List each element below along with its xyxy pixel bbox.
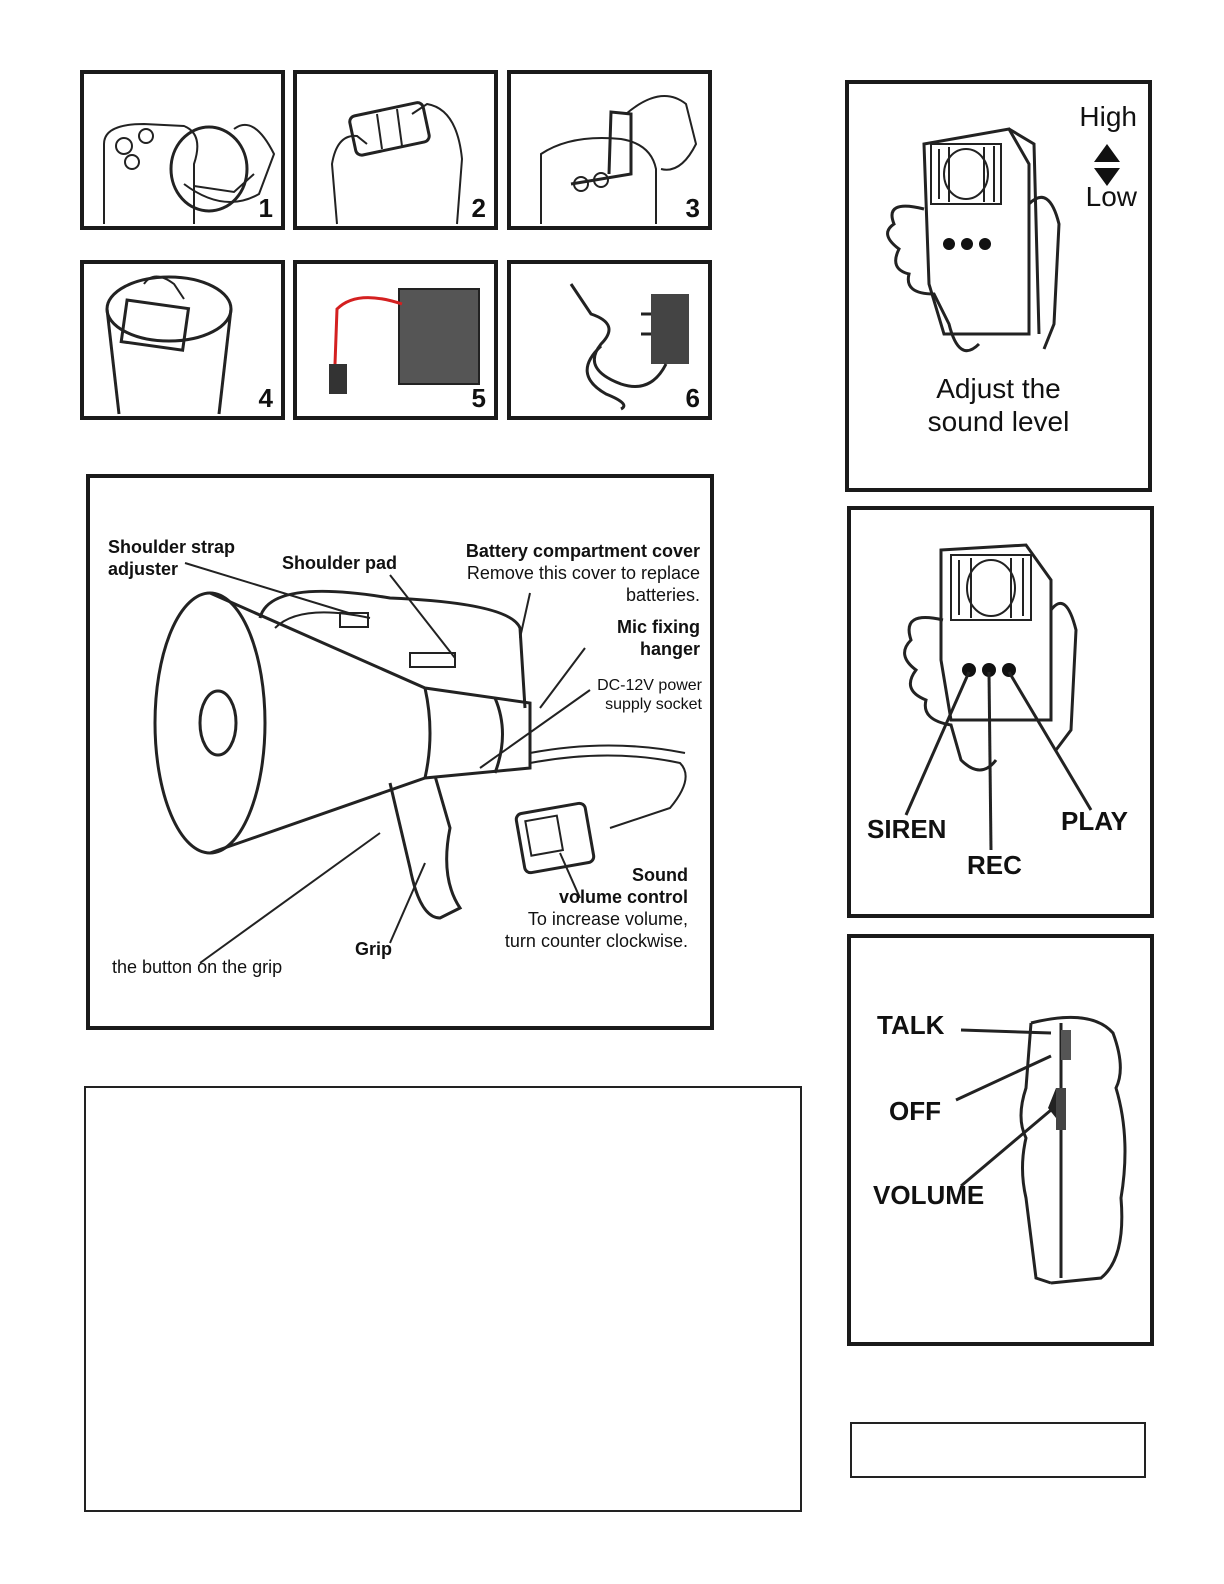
step-panel-2: 2 <box>293 70 498 230</box>
label-volume-desc: To increase volume, turn counter clockwi… <box>504 909 688 951</box>
blank-text-box <box>84 1086 802 1512</box>
step-panel-5: 5 <box>293 260 498 420</box>
battery-holder-illustration <box>330 101 464 225</box>
step-number-2: 2 <box>471 193 486 223</box>
rechargeable-battery-illustration <box>329 288 480 394</box>
step-number-6: 6 <box>685 383 700 413</box>
side-controls-panel: TALK OFF VOLUME <box>847 934 1154 1346</box>
step-number-4: 4 <box>258 383 273 413</box>
label-volume: VOLUME <box>873 1180 985 1210</box>
step-panel-4: 4 <box>80 260 285 420</box>
megaphone-diagram-panel: Shoulder strap adjuster Shoulder pad Bat… <box>86 474 714 1030</box>
label-adjust-sound-level: Adjust the sound level <box>927 373 1070 437</box>
mic-buttons-panel: SIREN REC PLAY <box>847 506 1154 918</box>
step-number-1: 1 <box>258 193 273 223</box>
megaphone-illustration <box>153 562 687 964</box>
microphone-in-hand-illustration <box>886 127 1120 353</box>
label-grip: Grip <box>355 939 393 959</box>
label-sound-volume-control: Sound volume control <box>558 865 688 907</box>
label-dc-socket: DC-12V power supply socket <box>597 677 702 713</box>
step-panel-3: 3 <box>507 70 712 230</box>
label-shoulder-pad: Shoulder pad <box>282 553 398 573</box>
step-number-5: 5 <box>471 383 486 413</box>
label-off: OFF <box>889 1096 941 1126</box>
sound-level-panel: High Low Adjust the sound level <box>845 80 1152 492</box>
microphone-buttons-illustration <box>903 543 1093 851</box>
label-talk: TALK <box>877 1010 945 1040</box>
battery-insert-illustration <box>540 95 698 224</box>
label-shoulder-strap-adjuster: Shoulder strap adjuster <box>108 537 236 579</box>
label-siren: SIREN <box>867 814 947 844</box>
label-low: Low <box>1085 181 1137 212</box>
label-high: High <box>1079 101 1137 132</box>
step-panel-6: 6 <box>507 260 712 420</box>
battery-cap-illustration <box>103 122 276 224</box>
label-mic-fixing-hanger: Mic fixing hanger <box>616 617 700 659</box>
blank-caption-box <box>850 1422 1146 1478</box>
label-battery-cover-title: Battery compartment cover <box>465 541 700 561</box>
label-grip-button: the button on the grip <box>112 957 283 977</box>
step-panel-1: 1 <box>80 70 285 230</box>
label-battery-cover-desc: Remove this cover to replace batteries. <box>466 563 700 605</box>
battery-pack-in-body-illustration <box>105 275 233 415</box>
microphone-side-illustration <box>955 1015 1127 1285</box>
label-play: PLAY <box>1061 806 1128 836</box>
step-number-3: 3 <box>685 193 700 223</box>
label-rec: REC <box>967 850 1022 880</box>
ac-adapter-illustration <box>569 283 689 411</box>
